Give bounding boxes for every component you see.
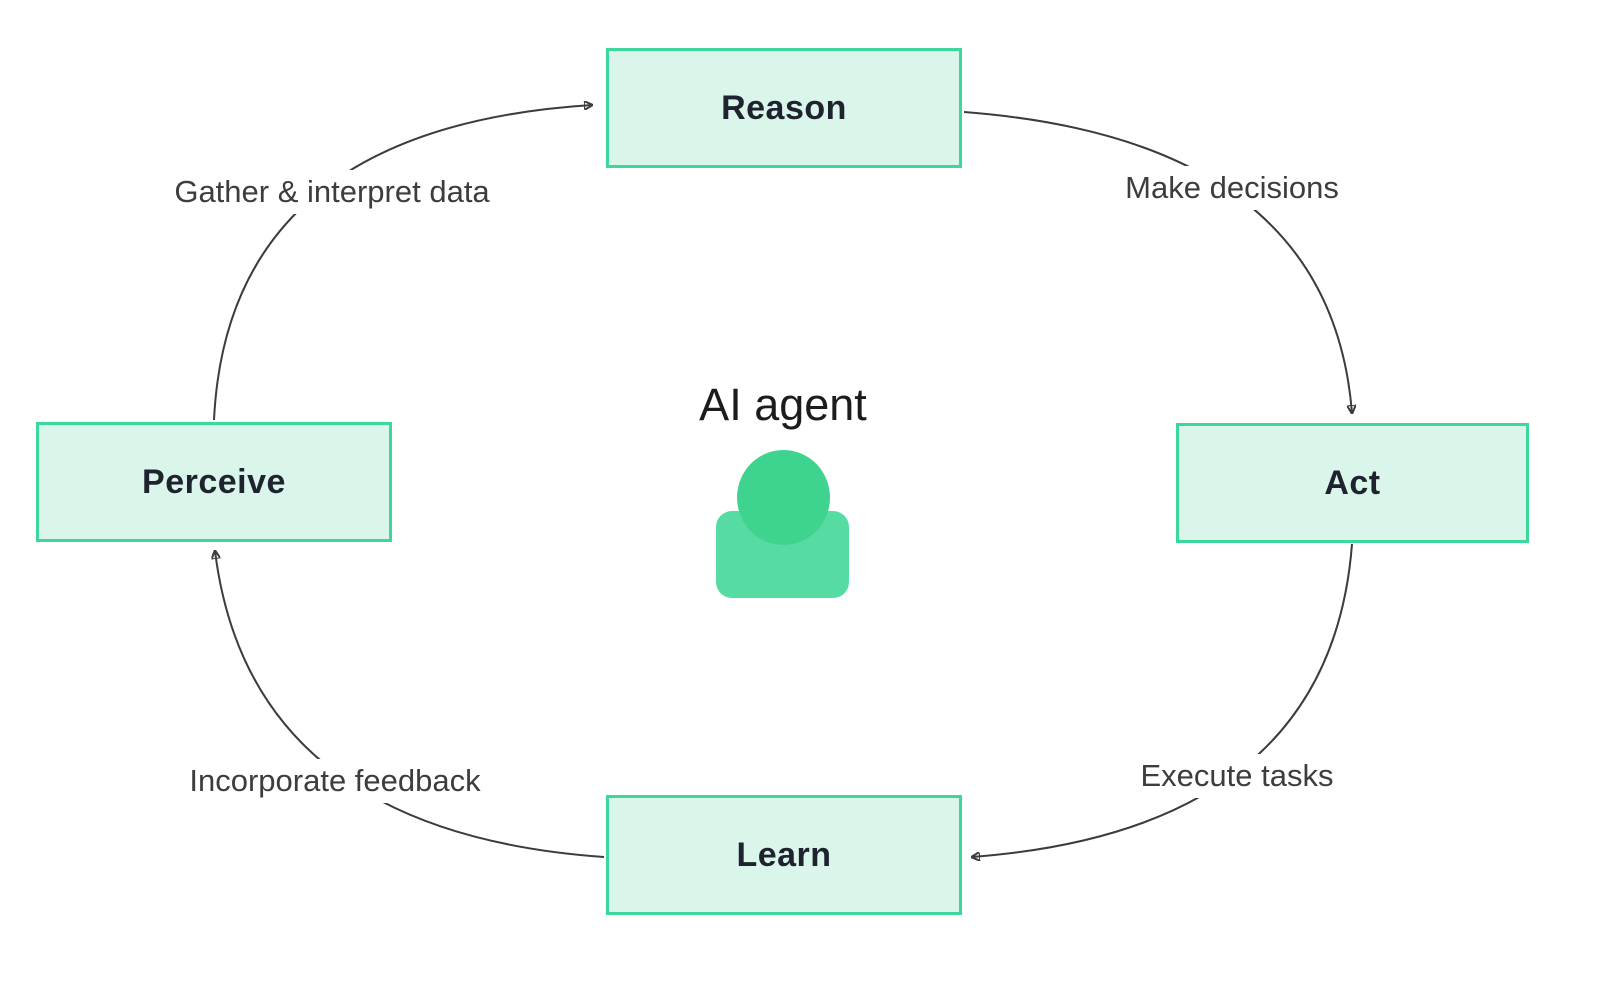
person-head xyxy=(737,450,830,545)
ai-agent-title: AI agent xyxy=(699,379,867,430)
arrow-learn-to-perceive xyxy=(215,551,605,858)
arrow-act-to-learn xyxy=(972,543,1353,857)
arrow-perceive-to-reason xyxy=(213,105,592,421)
edge-label-incorporate-feedback: Incorporate feedback xyxy=(179,759,491,803)
node-perceive: Perceive xyxy=(36,422,392,542)
node-learn: Learn xyxy=(606,795,962,915)
edge-label-execute-tasks: Execute tasks xyxy=(1130,754,1344,798)
arrow-reason-to-act xyxy=(963,111,1352,413)
node-reason: Reason xyxy=(606,48,962,168)
node-act: Act xyxy=(1176,423,1529,543)
person-icon xyxy=(716,450,849,598)
edge-label-gather-interpret-data: Gather & interpret data xyxy=(164,170,500,214)
edge-label-make-decisions: Make decisions xyxy=(1115,166,1349,210)
